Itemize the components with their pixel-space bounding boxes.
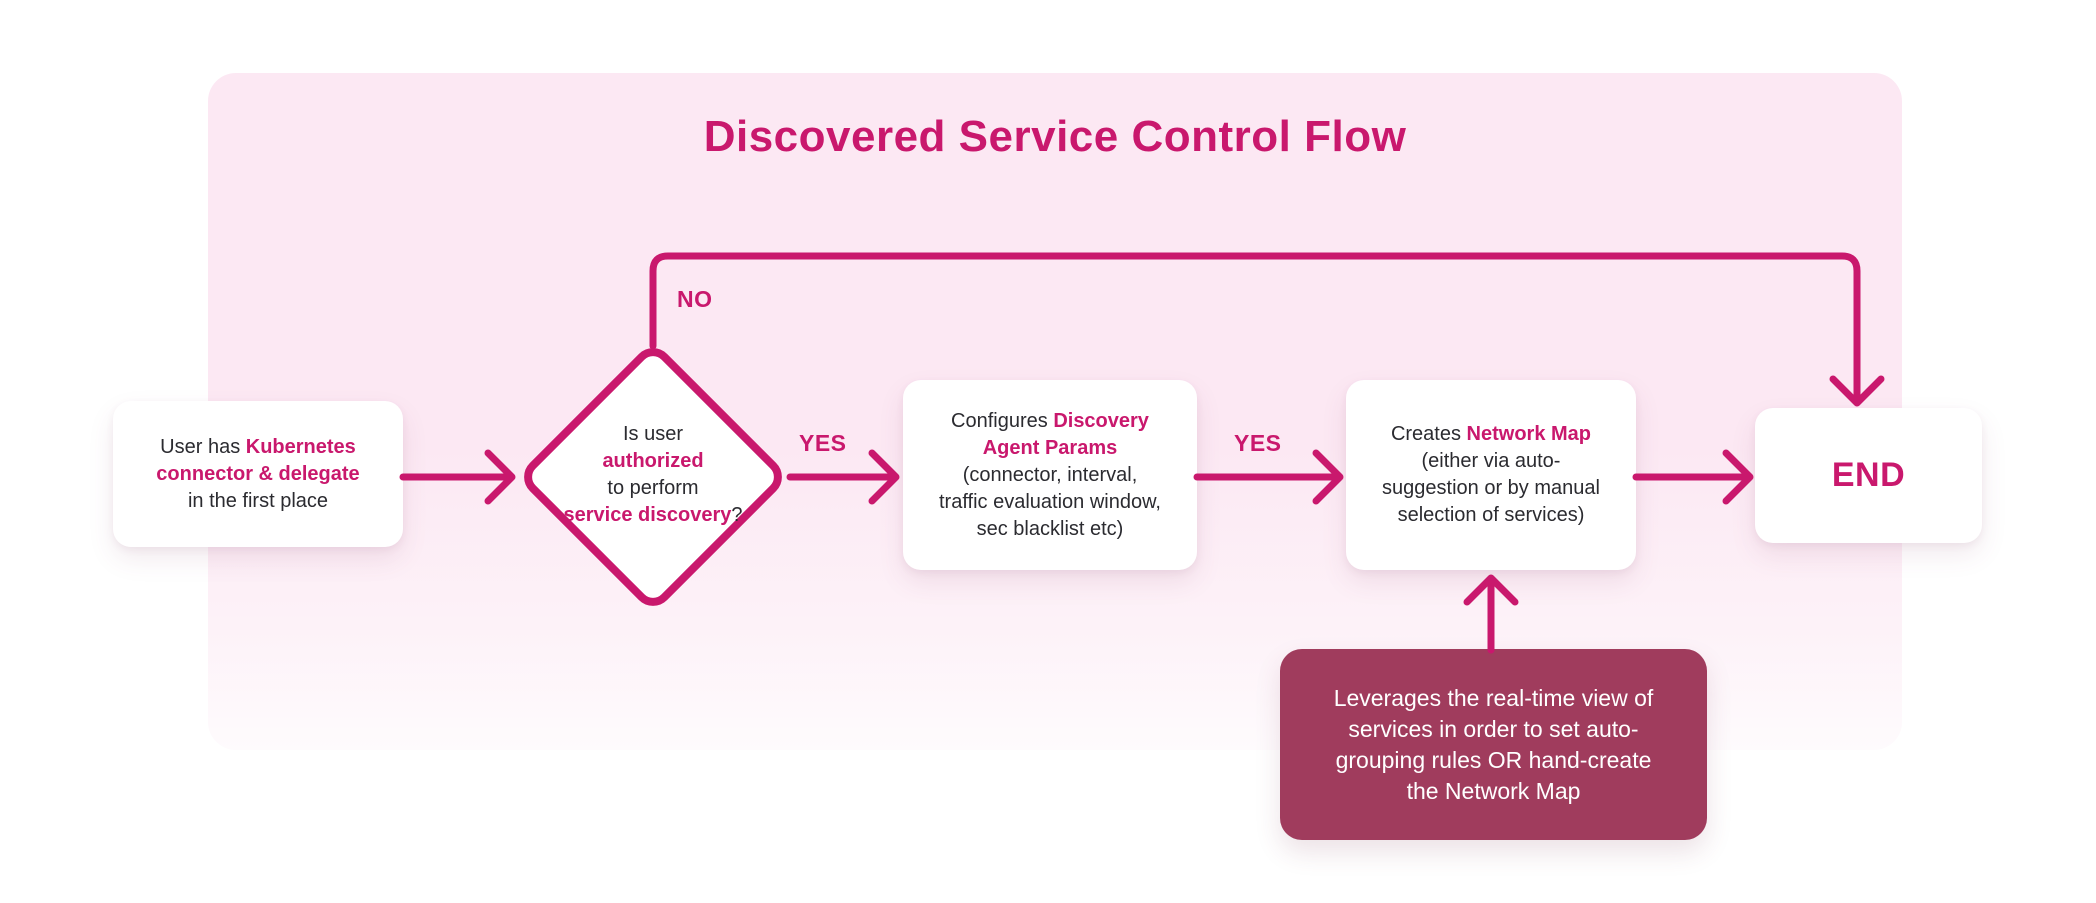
edge-label-yes-configure: YES bbox=[1234, 430, 1282, 456]
decision-diamond-text: Is user authorized to perform service di… bbox=[563, 423, 743, 526]
note-text: Leverages the real-time view of services… bbox=[1333, 684, 1654, 804]
node-end: END bbox=[1755, 408, 1982, 543]
node-configure-discovery-agent: Configures Discovery Agent Params (conne… bbox=[903, 380, 1197, 570]
edge-label-no: NO bbox=[677, 286, 713, 312]
node-start-kubernetes-connector: User has Kubernetes connector & delegate… bbox=[113, 401, 403, 547]
diagram-title: Discovered Service Control Flow bbox=[703, 112, 1407, 161]
node-start-text: User has Kubernetes connector & delegate… bbox=[156, 435, 360, 512]
node-create-network-map: Creates Network Map (either via auto- su… bbox=[1346, 380, 1636, 570]
node-create-text: Creates Network Map (either via auto- su… bbox=[1382, 423, 1600, 526]
note-leverages-realtime-view: Leverages the real-time view of services… bbox=[1280, 649, 1707, 840]
node-end-label: END bbox=[1831, 456, 1906, 494]
edge-label-yes-decision: YES bbox=[799, 430, 847, 456]
node-configure-text: Configures Discovery Agent Params (conne… bbox=[939, 409, 1161, 540]
